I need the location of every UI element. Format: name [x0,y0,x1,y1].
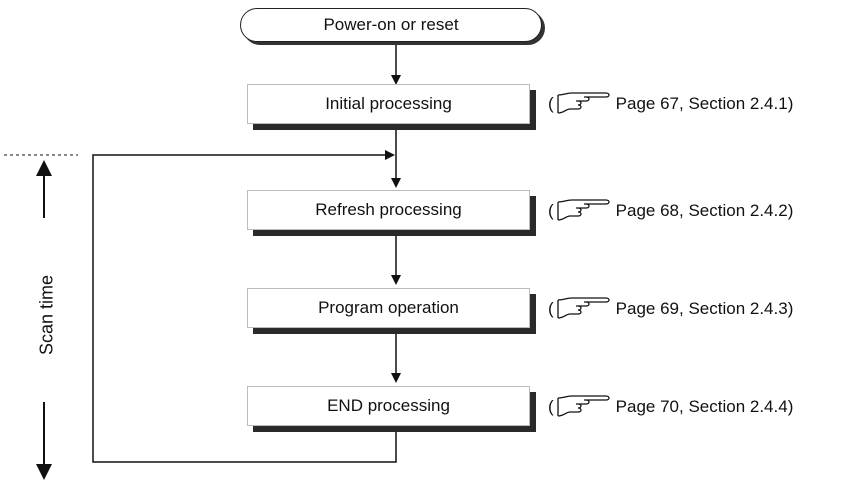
reference-end[interactable]: ( Page 70, Section 2.4.4 ) [548,392,793,422]
step-initial-processing: Initial processing [247,84,530,124]
step-label: Refresh processing [315,200,462,219]
pointing-hand-icon [556,296,612,322]
start-label: Power-on or reset [323,15,459,34]
pointing-hand-icon [556,394,612,420]
step-label: Program operation [318,298,459,317]
scan-up-arrowhead [36,160,52,176]
ref-open-paren: ( [548,397,554,416]
ref-open-paren: ( [548,94,554,113]
reference-initial[interactable]: ( Page 67, Section 2.4.1 ) [548,89,793,119]
ref-close-paren: ) [787,201,794,220]
scan-down-arrowhead [36,464,52,480]
ref-open-paren: ( [548,201,554,220]
ref-close-paren: ) [787,397,794,416]
scan-time-text: Scan time [36,274,57,356]
step-refresh-processing: Refresh processing [247,190,530,230]
step-label: END processing [327,396,450,415]
scan-time-label: Scan time [32,260,62,370]
reference-refresh[interactable]: ( Page 68, Section 2.4.2 ) [548,196,793,226]
pointing-hand-icon [556,91,612,117]
ref-text: Page 70, Section 2.4.4 [615,397,788,416]
ref-close-paren: ) [787,94,794,113]
step-program-operation: Program operation [247,288,530,328]
start-terminal: Power-on or reset [240,8,542,42]
pointing-hand-icon [556,198,612,224]
step-end-processing: END processing [247,386,530,426]
ref-open-paren: ( [548,299,554,318]
loop-back-line [92,150,397,463]
reference-program[interactable]: ( Page 69, Section 2.4.3 ) [548,294,793,324]
step-label: Initial processing [325,94,452,113]
ref-text: Page 69, Section 2.4.3 [615,299,788,318]
ref-text: Page 68, Section 2.4.2 [615,201,788,220]
ref-close-paren: ) [787,299,794,318]
ref-text: Page 67, Section 2.4.1 [615,94,788,113]
